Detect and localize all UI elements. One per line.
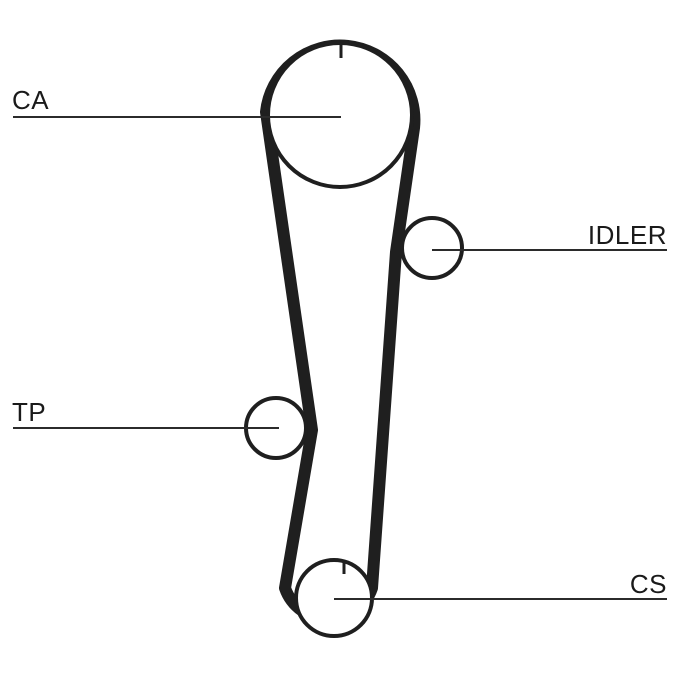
ca-label: CA [12, 85, 49, 115]
idler-pulley [400, 216, 464, 280]
camshaft-pulley [266, 41, 414, 189]
tp-label: TP [12, 397, 46, 427]
idler-label: IDLER [588, 220, 667, 250]
cs-label: CS [630, 569, 667, 599]
